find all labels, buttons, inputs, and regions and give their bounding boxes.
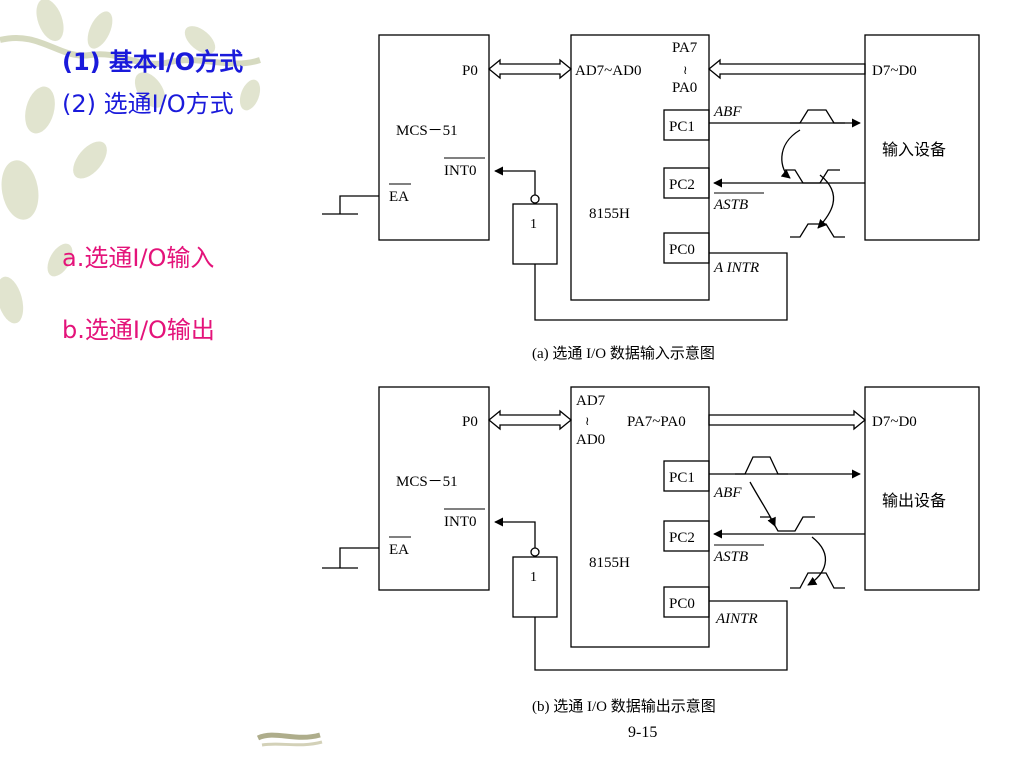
pc0-label-b: PC0 xyxy=(669,596,695,612)
mcu-ea-label-b: EA xyxy=(389,542,409,558)
pc0-label-a: PC0 xyxy=(669,242,695,258)
mcu-int-label-a: INT0 xyxy=(444,163,477,179)
mcu-port-label-b: P0 xyxy=(462,414,478,430)
option-strobed-output[interactable]: b.选通I/O输出 xyxy=(62,316,215,344)
caption-a: (a) 选通 I/O 数据输入示意图 xyxy=(532,344,715,362)
mcu-port-label-a: P0 xyxy=(462,63,478,79)
chip-bus-label-a: AD7~AD0 xyxy=(575,63,641,79)
chip-name-label-a: 8155H xyxy=(589,206,630,222)
labels-b: P0 MCS－51 INT0 EA 1 AD7 ≀ AD0 PA7~PA0 81… xyxy=(389,393,946,715)
chip-bus-top-b: AD7 xyxy=(576,393,606,409)
mcu-name-label-b: MCS－51 xyxy=(396,474,458,490)
bus-arrow-data-b xyxy=(708,409,867,431)
bus-arrow-data-a xyxy=(707,58,866,80)
aintr-label-a: A INTR xyxy=(713,260,759,276)
bus-arrow-p0-a xyxy=(487,58,573,80)
device-label-b: 输出设备 xyxy=(882,492,946,510)
port-a-bottom-a: PA0 xyxy=(672,80,697,96)
mcu-name-label-a: MCS－51 xyxy=(396,123,458,139)
vine-decoration xyxy=(0,0,323,747)
bus-arrow-p0-b xyxy=(487,409,573,431)
port-a-top-a: PA7 xyxy=(672,40,698,56)
aintr-label-b: AINTR xyxy=(715,611,758,627)
caption-b: (b) 选通 I/O 数据输出示意图 xyxy=(532,697,716,715)
diagram-b xyxy=(322,386,980,671)
mcu-box-b xyxy=(378,386,490,591)
mcu-int-label-b: INT0 xyxy=(444,514,477,530)
pc2-label-a: PC2 xyxy=(669,177,695,193)
device-box-a xyxy=(864,34,980,241)
device-label-a: 输入设备 xyxy=(882,141,946,159)
mcu-ea-label-a: EA xyxy=(389,189,409,205)
mcu-box-a xyxy=(378,34,490,241)
pc1-label-a: PC1 xyxy=(669,119,695,135)
pc1-label-b: PC1 xyxy=(669,470,695,486)
astb-label-b: ASTB xyxy=(713,549,748,565)
abf-label-a: ABF xyxy=(713,104,742,120)
chip-name-label-b: 8155H xyxy=(589,555,630,571)
dev-bus-label-b: D7~D0 xyxy=(872,414,917,430)
dev-bus-label-a: D7~D0 xyxy=(872,63,917,79)
astb-label-a: ASTB xyxy=(713,197,748,213)
inverter-label-b: 1 xyxy=(530,570,537,585)
port-a-tilde-a: ≀ xyxy=(683,63,688,77)
heading-strobed-io: (2) 选通I/O方式 xyxy=(62,90,234,118)
diagram-a xyxy=(322,34,980,321)
heading-basic-io: (1) 基本I/O方式 xyxy=(62,48,244,76)
page-number: 9-15 xyxy=(628,724,658,741)
labels-a: P0 MCS－51 INT0 EA 1 AD7~AD0 PA7 ≀ PA0 81… xyxy=(389,40,946,362)
abf-label-b: ABF xyxy=(713,485,742,501)
chip-box-b xyxy=(570,386,710,648)
device-box-b xyxy=(864,386,980,591)
pc2-label-b: PC2 xyxy=(669,530,695,546)
chip-bus-tilde-b: ≀ xyxy=(585,414,590,428)
chip-bus-bottom-b: AD0 xyxy=(576,432,605,448)
option-strobed-input[interactable]: a.选通I/O输入 xyxy=(62,244,215,272)
inverter-label-a: 1 xyxy=(530,217,537,232)
port-a-label-b: PA7~PA0 xyxy=(627,414,686,430)
